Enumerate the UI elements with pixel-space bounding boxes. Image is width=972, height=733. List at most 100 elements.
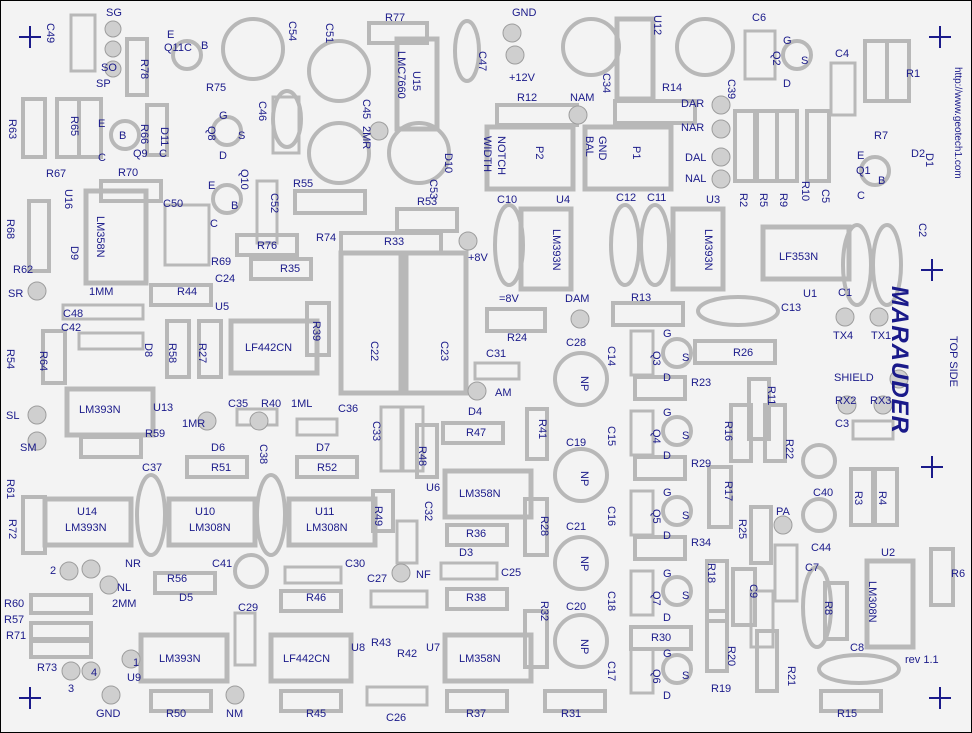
silkscreen-label: U16 [62, 189, 74, 210]
silkscreen-label: C9 [747, 584, 759, 599]
silkscreen-label: LM358N [94, 216, 106, 258]
silkscreen-label: U1 [803, 288, 818, 300]
silkscreen-label: R58 [166, 343, 178, 364]
silkscreen-label: R67 [46, 168, 67, 180]
silkscreen-label: C [159, 148, 167, 160]
silkscreen-label: +8V [468, 252, 488, 264]
silkscreen-label: R36 [466, 528, 487, 540]
silkscreen-label: B [119, 130, 127, 142]
silkscreen-label: NP [578, 471, 590, 487]
silkscreen-label: C6 [752, 12, 767, 24]
silkscreen-label: R69 [211, 256, 232, 268]
silkscreen-label: R75 [206, 82, 227, 94]
silkscreen-label: C45 [360, 99, 372, 120]
silkscreen-label: U5 [215, 301, 230, 313]
silkscreen-label: R73 [37, 662, 58, 674]
silkscreen-label: SR [8, 288, 24, 300]
silkscreen-label: D1 [923, 153, 935, 168]
silkscreen-label: R1 [906, 68, 921, 80]
silkscreen-label: R14 [662, 82, 683, 94]
silkscreen-label: R30 [651, 632, 672, 644]
silkscreen-label: C24 [215, 273, 236, 285]
silkscreen-label: C27 [367, 573, 388, 585]
silkscreen-label: S [801, 55, 809, 67]
silkscreen-label: LF442CN [283, 653, 331, 665]
silkscreen-label: C [210, 218, 218, 230]
silkscreen-label: U8 [351, 642, 366, 654]
silkscreen-label: G [663, 407, 672, 419]
silkscreen-label: LM308N [866, 581, 878, 623]
silkscreen-label: DAM [565, 293, 590, 305]
silkscreen-label: S [682, 352, 690, 364]
silkscreen-label: B [201, 40, 209, 52]
silkscreen-label: C17 [605, 661, 617, 682]
silkscreen-label: C50 [163, 198, 184, 210]
silkscreen-label: R59 [145, 428, 166, 440]
silkscreen-label: R77 [385, 12, 406, 24]
silkscreen-label: RX3 [870, 395, 892, 407]
silkscreen-label: NP [578, 639, 590, 655]
silkscreen-label: R65 [68, 116, 80, 137]
silkscreen-label: C51 [323, 23, 335, 44]
silkscreen-label: D9 [68, 246, 80, 261]
silkscreen-label: C5 [819, 189, 831, 204]
silkscreen-label: SL [6, 410, 20, 422]
silkscreen-label: R57 [4, 614, 25, 626]
silkscreen-label: D7 [316, 442, 331, 454]
silkscreen-label: LM393N [159, 653, 201, 665]
silkscreen-label: U2 [881, 547, 896, 559]
silkscreen-label: R39 [310, 321, 322, 342]
silkscreen-label: Q1 [856, 165, 871, 177]
silkscreen-label: R13 [631, 292, 652, 304]
silkscreen-label: C22 [368, 341, 380, 362]
silkscreen-label: R17 [722, 481, 734, 502]
silkscreen-label: R16 [722, 421, 734, 442]
silkscreen-label: C15 [605, 426, 617, 447]
silkscreen-label: +12V [509, 72, 535, 84]
alignment-cross-icon [921, 259, 943, 281]
silkscreen-label: SHIELD [834, 372, 874, 384]
silkscreen-label: TX4 [833, 330, 854, 342]
silkscreen-label: C18 [605, 591, 617, 612]
silkscreen-label: R33 [384, 236, 405, 248]
silkscreen-label: D3 [459, 547, 474, 559]
silkscreen-label: D8 [142, 343, 154, 358]
silkscreen-label: NAL [685, 173, 707, 185]
silkscreen-label: Q10 [238, 169, 250, 190]
silkscreen-label: R23 [691, 377, 712, 389]
silkscreen-label: NP [578, 376, 590, 392]
silkscreen-label: D4 [468, 406, 483, 418]
silkscreen-label: C42 [61, 322, 82, 334]
silkscreen-label: LM393N [702, 229, 714, 271]
silkscreen-label: D10 [442, 153, 454, 174]
silkscreen-label: LF442CN [245, 342, 293, 354]
board-url: http://www.geotech1.com [952, 67, 963, 179]
silkscreen-label: R35 [280, 263, 301, 275]
silkscreen-label: R20 [725, 646, 737, 667]
silkscreen-label: U3 [706, 194, 721, 206]
silkscreen-label: C44 [811, 542, 832, 554]
silkscreen-label: S [238, 130, 246, 142]
silkscreen-label: R71 [6, 630, 27, 642]
silkscreen-label: R61 [4, 479, 16, 500]
silkscreen-label: C40 [813, 487, 834, 499]
silkscreen-label: C16 [605, 506, 617, 527]
silkscreen-label: C11 [647, 192, 667, 204]
silkscreen-label: R25 [736, 519, 748, 540]
silkscreen-label: LM358N [459, 653, 501, 665]
silkscreen-label: E [857, 150, 865, 162]
silkscreen-label: U6 [426, 482, 441, 494]
silkscreen-label: S [682, 670, 690, 682]
silkscreen-label: C2 [916, 223, 928, 238]
silkscreen-label: R37 [466, 708, 487, 720]
silkscreen-label: C54 [286, 21, 298, 42]
silkscreen-label: R7 [874, 130, 889, 142]
silkscreen-label: C10 [497, 194, 518, 206]
silkscreen-label: B [878, 175, 886, 187]
silkscreen-label: 3 [68, 683, 75, 695]
silkscreen-label: U12 [651, 15, 663, 36]
silkscreen-label: R11 [765, 386, 777, 406]
silkscreen-label: Q8 [205, 126, 217, 141]
silkscreen-label: 1MM [89, 286, 114, 298]
silkscreen-label: D [783, 78, 791, 90]
